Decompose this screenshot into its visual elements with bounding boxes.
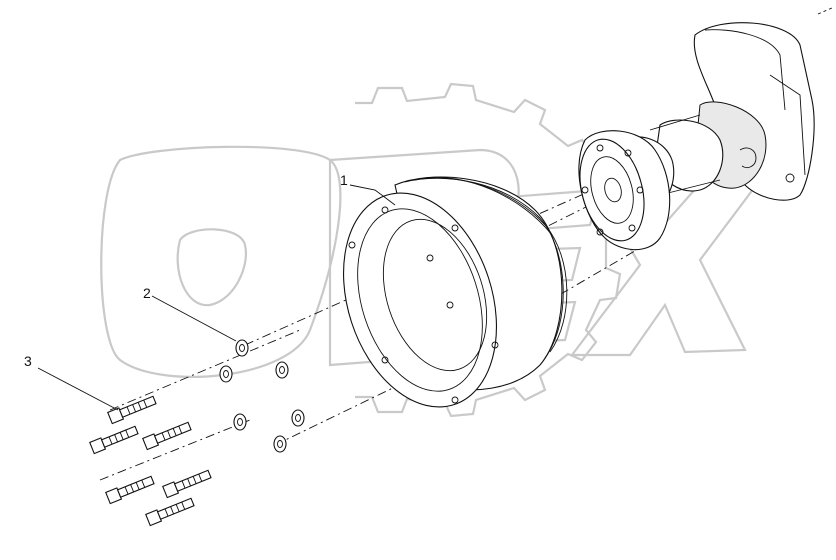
leader-3 <box>37 367 119 411</box>
pulley <box>343 176 568 408</box>
callout-3: 3 <box>24 353 32 369</box>
watermark-letter-e <box>438 188 602 347</box>
leader-2 <box>151 295 237 342</box>
washers <box>219 339 305 453</box>
corner-mark <box>817 7 833 15</box>
washer <box>219 365 233 383</box>
bolt <box>107 395 157 425</box>
watermark-letter-o <box>100 145 342 378</box>
bolt <box>142 421 192 451</box>
bolt <box>89 425 139 455</box>
callout-2: 2 <box>143 285 151 301</box>
callout-leaders <box>37 184 396 411</box>
bolts <box>89 395 212 527</box>
bolt <box>105 475 155 505</box>
washer <box>273 435 287 453</box>
leader-1 <box>349 184 396 206</box>
washer <box>275 361 289 379</box>
washer <box>291 409 305 427</box>
bolt <box>162 469 212 499</box>
bolt <box>145 497 195 527</box>
watermark-gear <box>355 82 622 418</box>
washer <box>233 413 247 431</box>
callout-1: 1 <box>340 172 348 188</box>
crankshaft-hub <box>578 130 671 251</box>
washer <box>235 339 249 357</box>
